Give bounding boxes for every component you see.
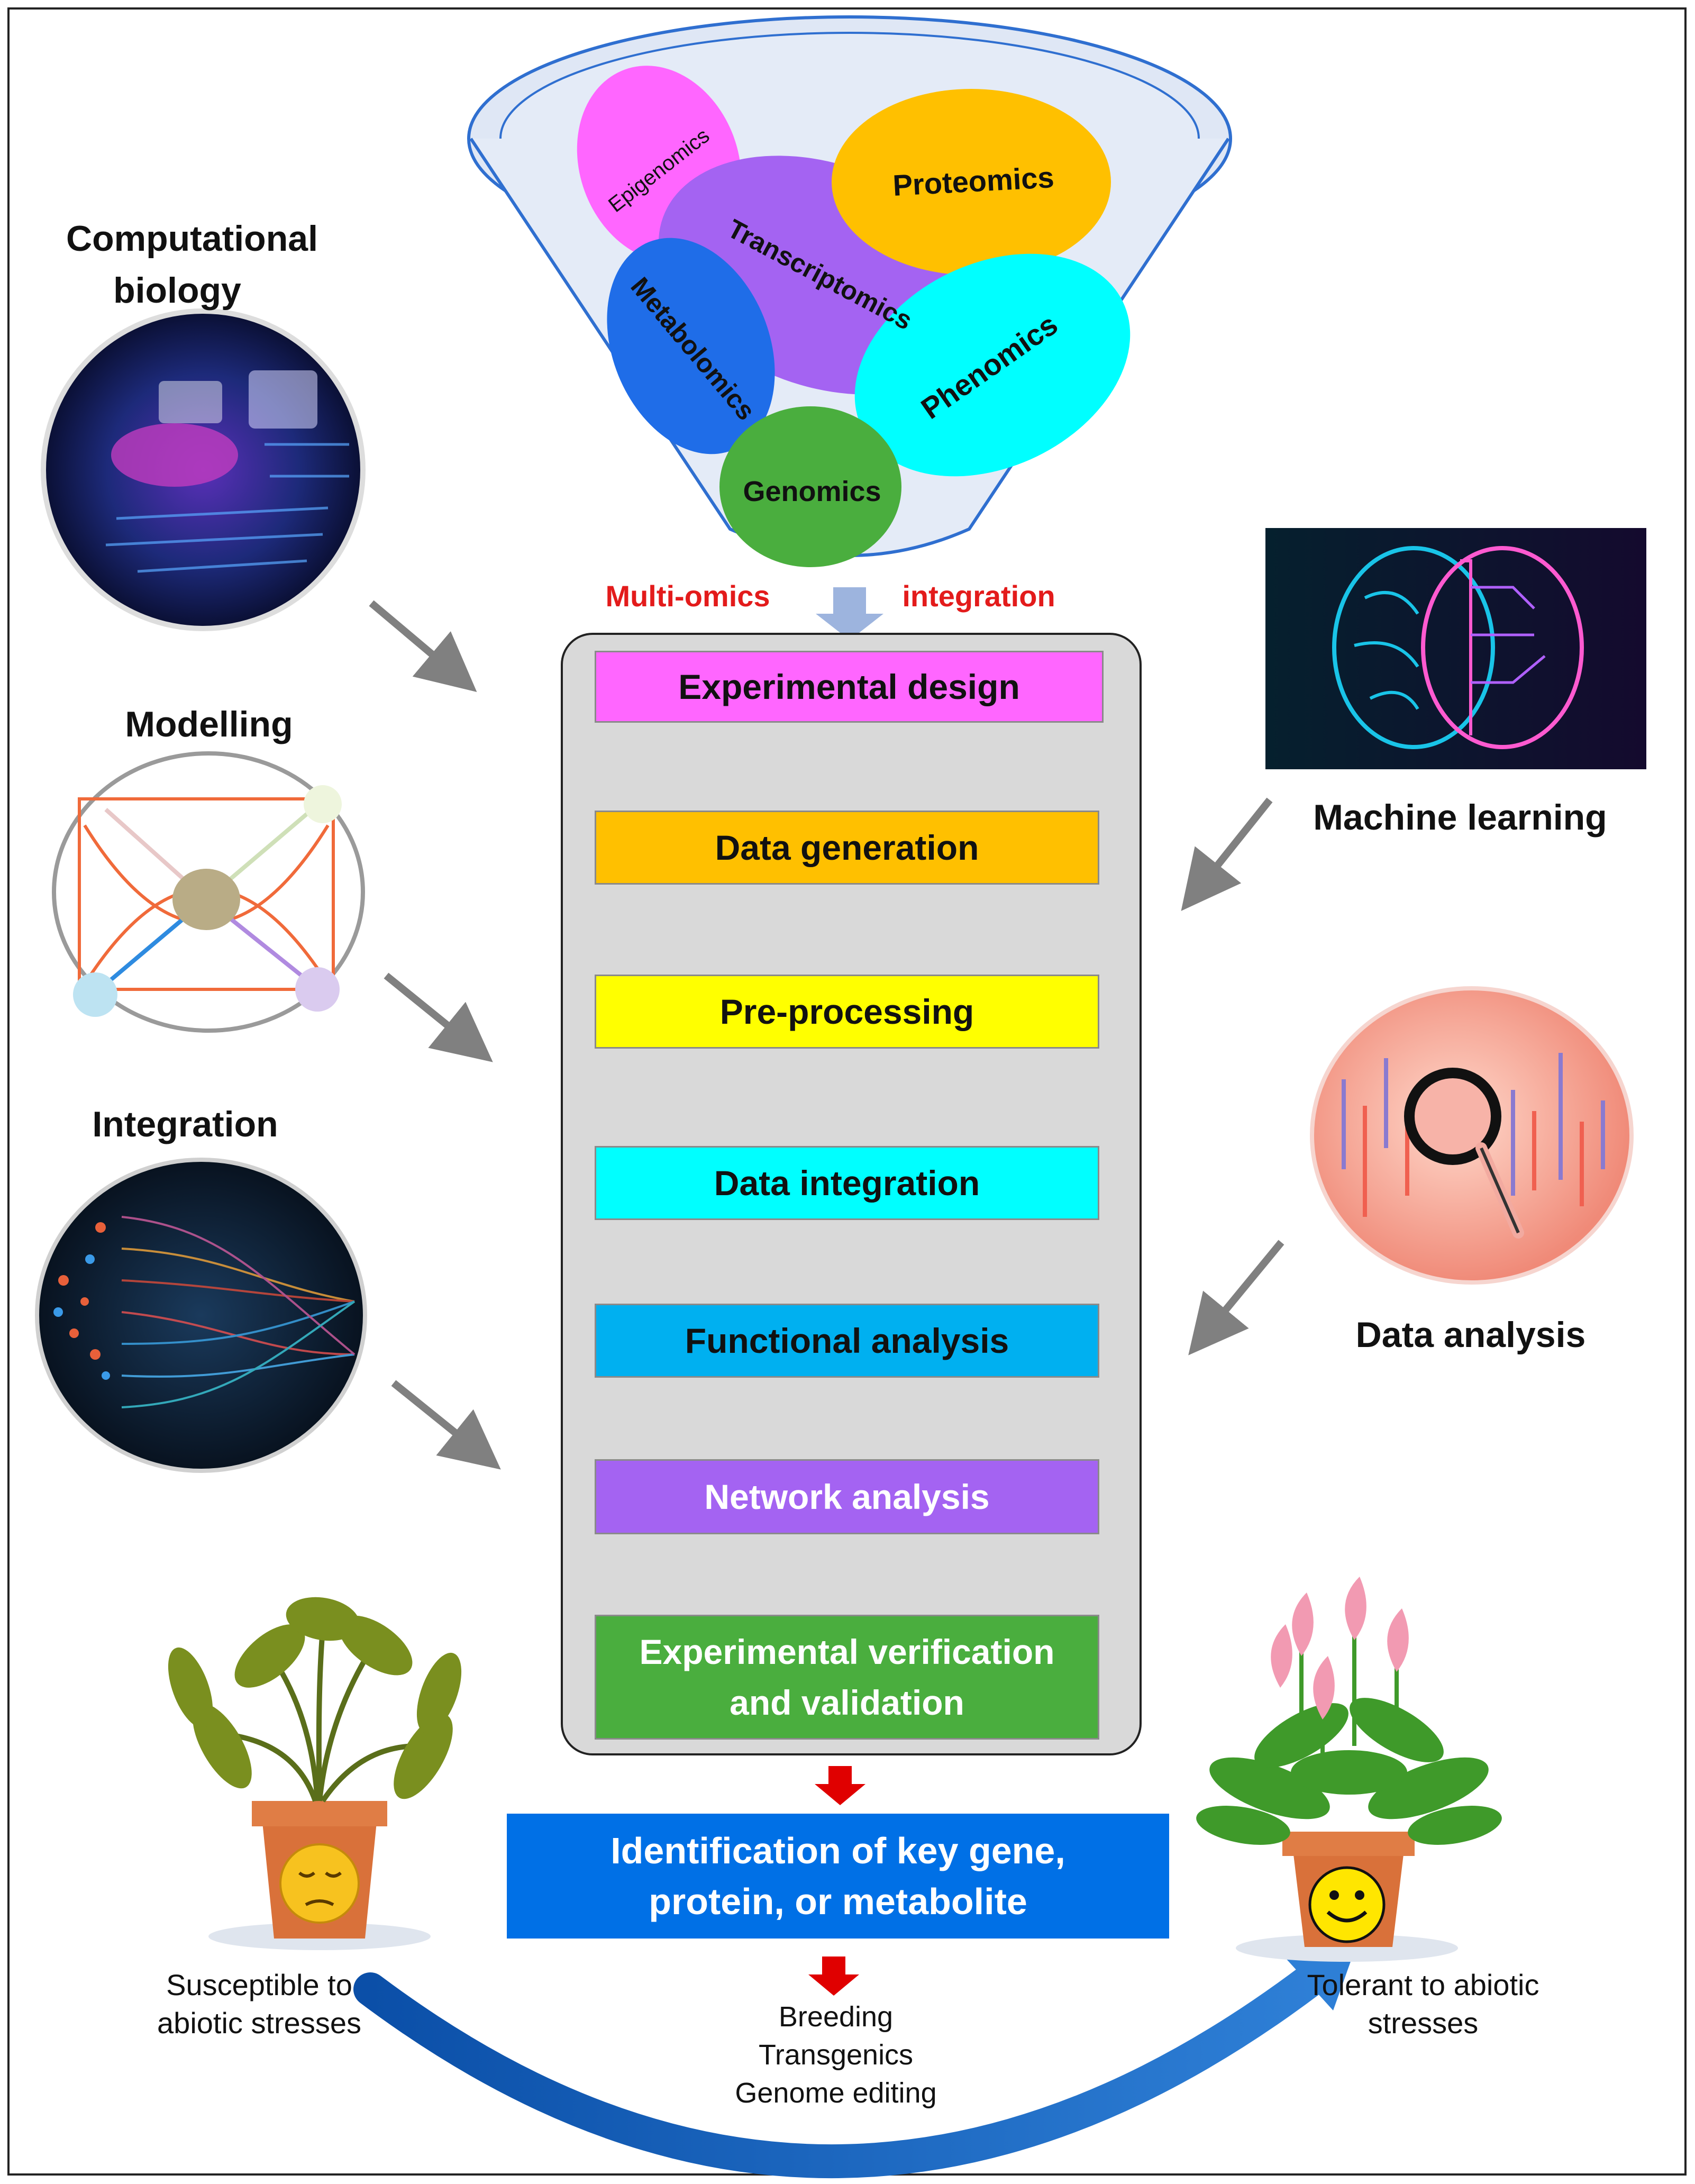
side-arrows: [369, 600, 1284, 1470]
modelling-label: Modelling: [125, 704, 293, 744]
susceptible-label: Susceptible to abiotic stresses: [157, 1968, 361, 2040]
step-network-analysis: Network analysis: [595, 1459, 1099, 1534]
step-pre-processing: Pre-processing: [595, 975, 1099, 1049]
tolerant-label: Tolerant to abiotic stresses: [1307, 1968, 1539, 2040]
approach-breeding: Breeding: [778, 2001, 894, 2033]
data-analysis-label: Data analysis: [1355, 1315, 1586, 1355]
integration-image: [35, 1158, 367, 1473]
approach-genome-editing: Genome editing: [735, 2077, 937, 2109]
genomics-label: Genomics: [743, 476, 881, 507]
step-experimental-verification: Experimental verification and validation: [595, 1615, 1099, 1740]
computational-biology-label: Computational biology: [66, 219, 318, 311]
step-data-generation: Data generation: [595, 811, 1099, 885]
machine-learning-image: [1265, 528, 1646, 769]
step-experimental-design: Experimental design: [595, 651, 1104, 723]
step-data-integration: Data integration: [595, 1146, 1099, 1220]
omics-ellipses: [577, 66, 1131, 567]
approaches-list: Breeding Transgenics Genome editing: [704, 1998, 968, 2112]
computational-biology-image: [41, 308, 366, 631]
result-box: Identification of key gene, protein, or …: [507, 1814, 1169, 1939]
integration-topic-label: Integration: [92, 1104, 278, 1144]
modelling-image: [52, 751, 365, 1033]
integration-label: integration: [902, 579, 1055, 613]
data-analysis-image: [1310, 986, 1634, 1285]
machine-learning-label: Machine learning: [1313, 797, 1607, 838]
step-functional-analysis: Functional analysis: [595, 1304, 1099, 1378]
susceptible-plant: [168, 1597, 462, 1950]
multi-omics-label: Multi-omics: [605, 579, 770, 613]
approach-transgenics: Transgenics: [758, 2039, 914, 2071]
tolerant-plant: [1196, 1577, 1502, 1962]
